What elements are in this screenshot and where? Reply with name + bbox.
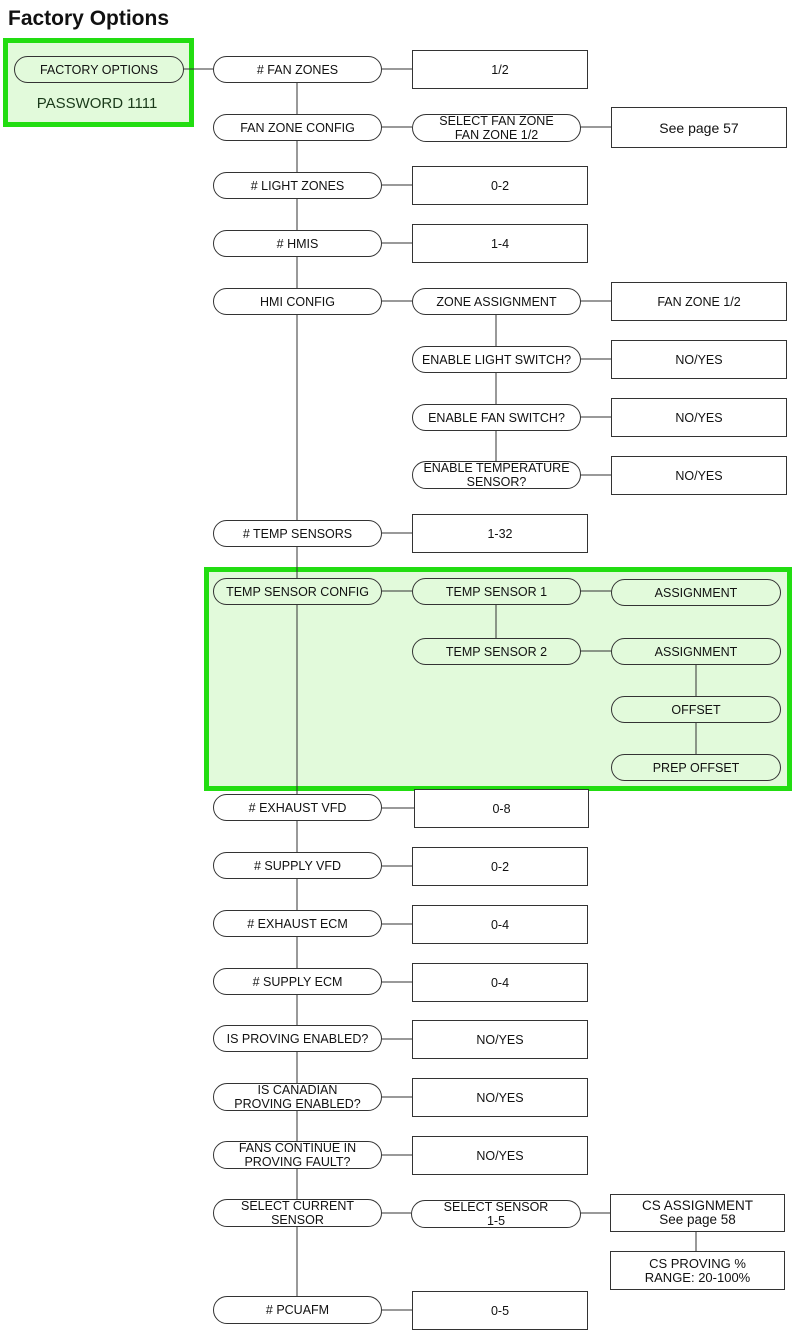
password-label: PASSWORD 1111 (36, 95, 158, 112)
light-zones-node[interactable]: # LIGHT ZONES (213, 172, 382, 199)
temp-sensor-2-node[interactable]: TEMP SENSOR 2 (412, 638, 581, 665)
proving-enabled-value: NO/YES (412, 1020, 588, 1059)
supply-vfd-node[interactable]: # SUPPLY VFD (213, 852, 382, 879)
select-sensor-node[interactable]: SELECT SENSOR 1-5 (411, 1200, 581, 1228)
temp-sensors-node[interactable]: # TEMP SENSORS (213, 520, 382, 547)
supply-ecm-value: 0-4 (412, 963, 588, 1002)
exhaust-ecm-value: 0-4 (412, 905, 588, 944)
canadian-proving-value: NO/YES (412, 1078, 588, 1117)
cs-proving-value: CS PROVING % RANGE: 20-100% (610, 1251, 785, 1290)
zone-assignment-node[interactable]: ZONE ASSIGNMENT (412, 288, 581, 315)
fan-zone-config-value: See page 57 (611, 107, 787, 148)
temp-sensor-1-assignment-node[interactable]: ASSIGNMENT (611, 579, 781, 606)
canadian-proving-node[interactable]: IS CANADIAN PROVING ENABLED? (213, 1083, 382, 1111)
enable-temperature-sensor-value: NO/YES (611, 456, 787, 495)
exhaust-vfd-node[interactable]: # EXHAUST VFD (213, 794, 382, 821)
temp-sensor-2-offset-node[interactable]: OFFSET (611, 696, 781, 723)
page-title: Factory Options (8, 7, 170, 30)
fan-zone-config-node[interactable]: FAN ZONE CONFIG (213, 114, 382, 141)
hmi-config-node[interactable]: HMI CONFIG (213, 288, 382, 315)
select-fan-zone-node[interactable]: SELECT FAN ZONE FAN ZONE 1/2 (412, 114, 581, 142)
enable-fan-switch-node[interactable]: ENABLE FAN SWITCH? (412, 404, 581, 431)
proving-enabled-node[interactable]: IS PROVING ENABLED? (213, 1025, 382, 1052)
enable-light-switch-node[interactable]: ENABLE LIGHT SWITCH? (412, 346, 581, 373)
temp-sensor-2-assignment-node[interactable]: ASSIGNMENT (611, 638, 781, 665)
enable-light-switch-value: NO/YES (611, 340, 787, 379)
temp-sensor-1-node[interactable]: TEMP SENSOR 1 (412, 578, 581, 605)
select-current-sensor-node[interactable]: SELECT CURRENT SENSOR (213, 1199, 382, 1227)
fan-zones-node[interactable]: # FAN ZONES (213, 56, 382, 83)
fans-continue-node[interactable]: FANS CONTINUE IN PROVING FAULT? (213, 1141, 382, 1169)
exhaust-ecm-node[interactable]: # EXHAUST ECM (213, 910, 382, 937)
enable-fan-switch-value: NO/YES (611, 398, 787, 437)
temp-sensor-2-prep-offset-node[interactable]: PREP OFFSET (611, 754, 781, 781)
enable-temperature-sensor-node[interactable]: ENABLE TEMPERATURE SENSOR? (412, 461, 581, 489)
light-zones-value: 0-2 (412, 166, 588, 205)
temp-sensors-value: 1-32 (412, 514, 588, 553)
supply-ecm-node[interactable]: # SUPPLY ECM (213, 968, 382, 995)
fan-zones-value: 1/2 (412, 50, 588, 89)
fans-continue-value: NO/YES (412, 1136, 588, 1175)
hmis-node[interactable]: # HMIS (213, 230, 382, 257)
temp-sensor-config-node[interactable]: TEMP SENSOR CONFIG (213, 578, 382, 605)
supply-vfd-value: 0-2 (412, 847, 588, 886)
zone-assignment-value: FAN ZONE 1/2 (611, 282, 787, 321)
factory-options-node[interactable]: FACTORY OPTIONS (14, 56, 184, 83)
pcuafm-value: 0-5 (412, 1291, 588, 1330)
hmis-value: 1-4 (412, 224, 588, 263)
pcuafm-node[interactable]: # PCUAFM (213, 1296, 382, 1324)
exhaust-vfd-value: 0-8 (414, 789, 589, 828)
cs-assignment-value: CS ASSIGNMENT See page 58 (610, 1194, 785, 1232)
